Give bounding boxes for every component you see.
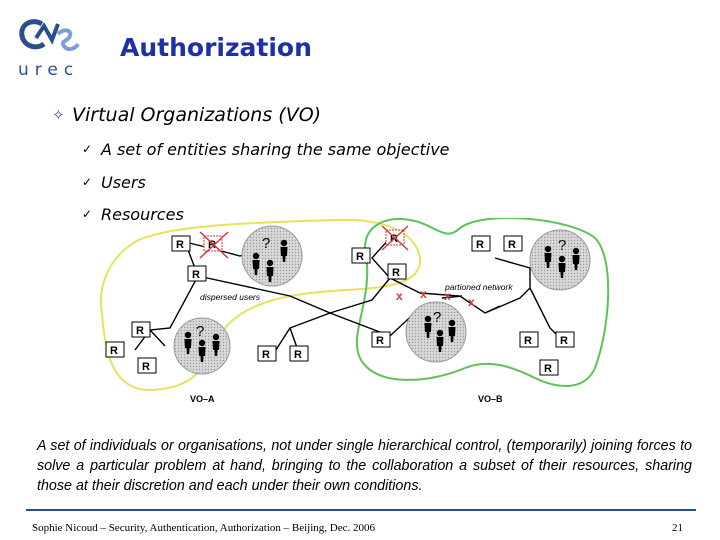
resource-node: R (539, 359, 559, 376)
svg-text:R: R (508, 239, 516, 251)
resource-node: R (257, 345, 277, 362)
svg-text:R: R (176, 239, 184, 251)
resource-node: R (371, 331, 391, 348)
svg-text:R: R (544, 363, 552, 375)
cnrs-logo-icon (19, 19, 80, 52)
footer-divider (26, 509, 696, 511)
sub-bullet-text: A set of entities sharing the same objec… (101, 140, 450, 159)
vo-a-label: VO–A (190, 394, 215, 404)
logo-subtitle: urec (18, 60, 80, 80)
svg-text:R: R (262, 349, 270, 361)
vo-a-outline (99, 218, 422, 392)
user-group-circle: ? (405, 301, 467, 363)
user-group-circle: ? (529, 229, 591, 291)
resource-node: R (351, 247, 371, 264)
resource-node-crossed: R (199, 231, 229, 259)
vo-b-label: VO–B (478, 394, 503, 404)
vo-description: A set of individuals or organisations, n… (37, 438, 692, 494)
sub-bullet-text: Resources (101, 205, 184, 224)
resource-node: R (105, 341, 125, 358)
svg-text:?: ? (262, 235, 270, 252)
check-icon: ✓ (82, 207, 93, 221)
svg-text:R: R (476, 239, 484, 251)
svg-text:R: R (192, 269, 200, 281)
resource-node: R (131, 321, 151, 338)
svg-text:R: R (208, 239, 216, 251)
footer-text: Sophie Nicoud – Security, Authentication… (32, 522, 375, 534)
slide-title: Authorization (120, 33, 312, 62)
svg-text:?: ? (196, 323, 204, 340)
resource-node: R (387, 263, 407, 280)
check-icon: ✓ (82, 175, 93, 189)
svg-text:R: R (392, 267, 400, 279)
partition-cross: x (444, 289, 451, 303)
partitioned-network-label: partioned network (444, 282, 513, 292)
svg-text:R: R (110, 345, 118, 357)
partition-cross: x (468, 295, 475, 309)
user-group-circle: ? (241, 225, 303, 287)
svg-text:?: ? (558, 237, 566, 254)
check-icon: ✓ (82, 142, 93, 156)
svg-text:R: R (294, 349, 302, 361)
dispersed-users-label: dispersed users (200, 292, 261, 302)
diamond-bullet-icon: ✧ (52, 106, 65, 124)
main-bullet-text: Virtual Organizations (VO) (72, 104, 322, 126)
resource-node: R (503, 235, 523, 252)
svg-text:R: R (356, 251, 364, 263)
resource-node: R (137, 357, 157, 374)
svg-text:R: R (560, 335, 568, 347)
partition-cross: x (420, 287, 427, 301)
resource-node-crossed: R (381, 225, 409, 251)
cnrs-urec-logo: urec (14, 14, 84, 84)
page-number: 21 (672, 522, 683, 534)
svg-text:?: ? (433, 309, 441, 326)
resource-node: R (171, 235, 191, 252)
svg-text:R: R (376, 335, 384, 347)
svg-text:R: R (142, 361, 150, 373)
vo-b-outline (355, 218, 610, 388)
resource-node: R (471, 235, 491, 252)
resource-node: R (289, 345, 309, 362)
sub-bullet-text: Users (101, 173, 146, 192)
partition-cross: x (396, 289, 403, 303)
resource-node: R (519, 331, 539, 348)
resource-node: R (555, 331, 575, 348)
vo-diagram: ? ? ? ? R R R R R R R R R R R R R R R R … (99, 218, 610, 404)
resource-node: R (187, 265, 207, 282)
svg-text:R: R (524, 335, 532, 347)
svg-text:R: R (136, 325, 144, 337)
user-group-circle: ? (173, 317, 231, 375)
